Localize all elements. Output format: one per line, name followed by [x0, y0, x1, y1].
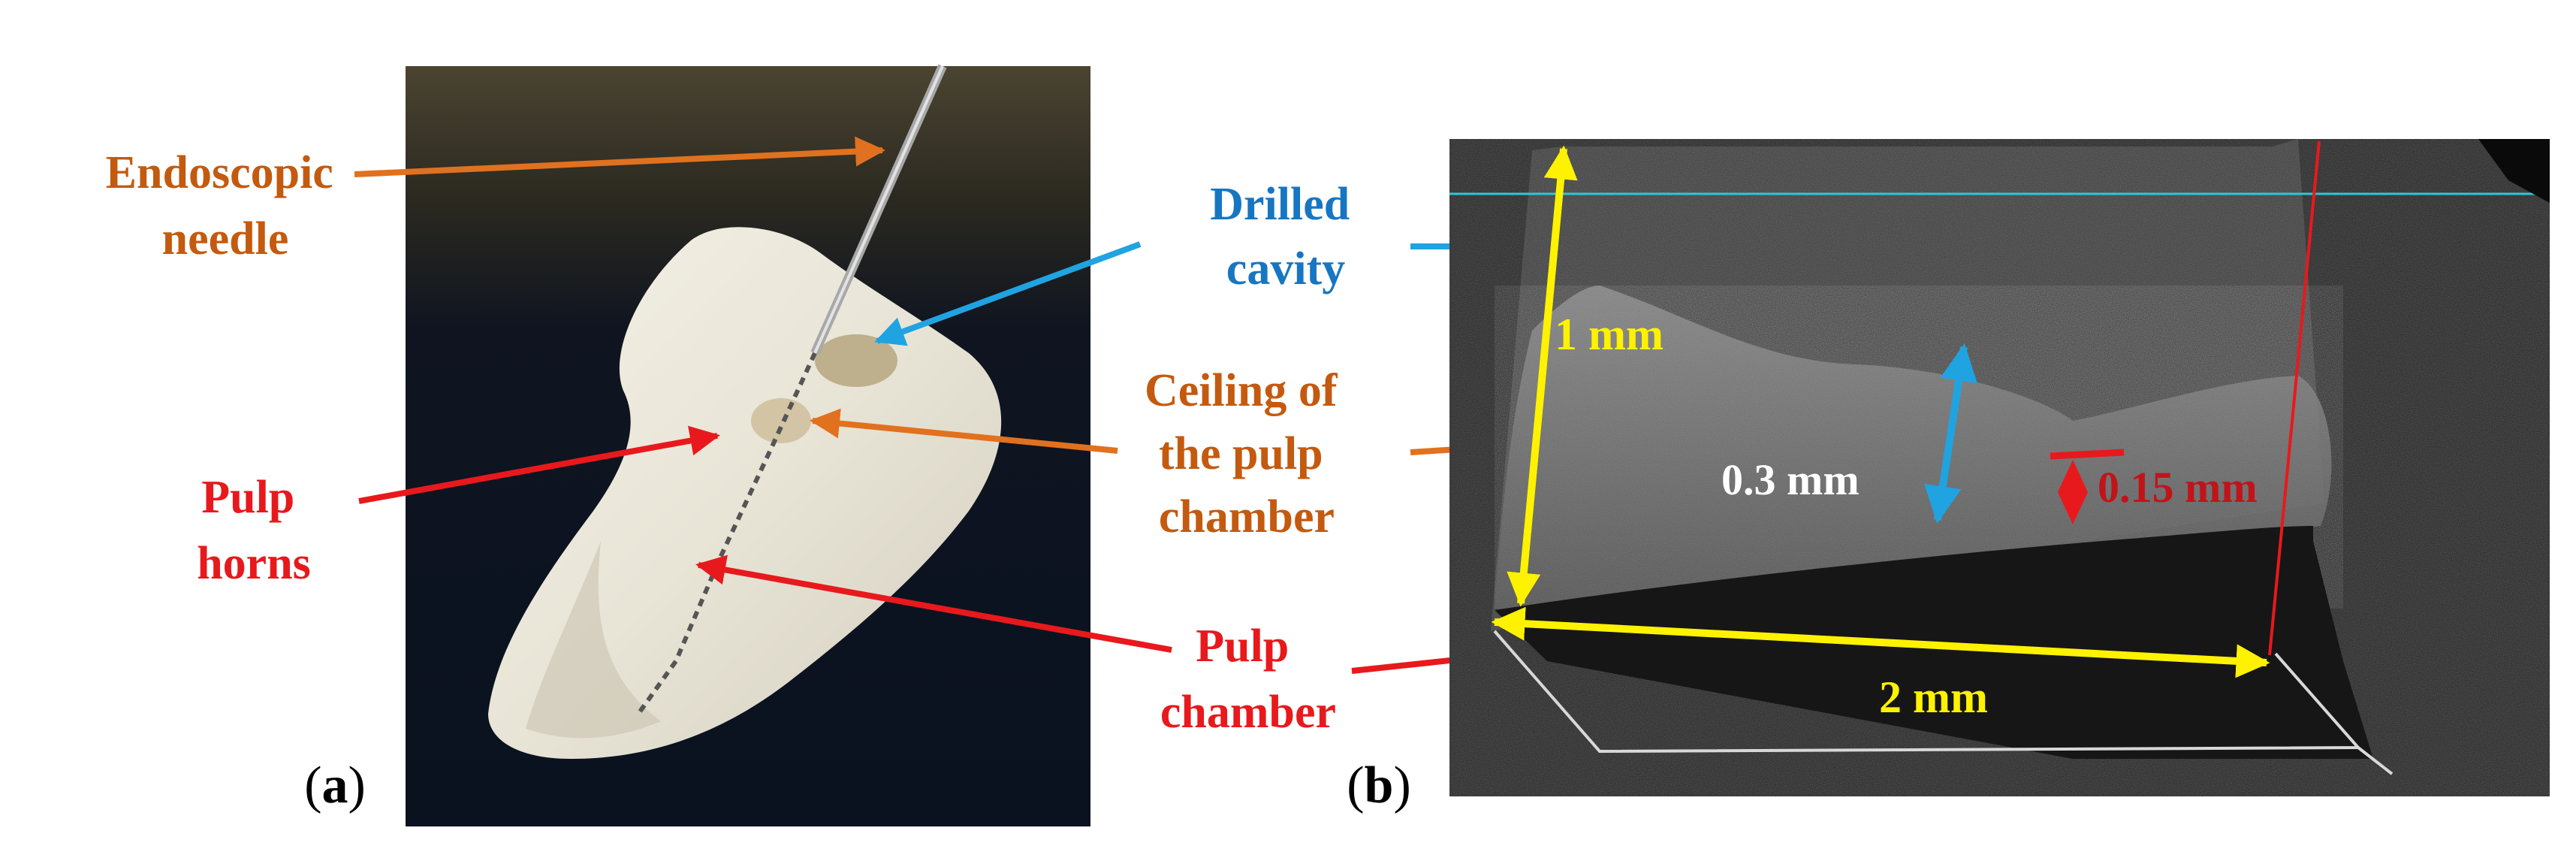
panel-b-caption: (b)	[1347, 757, 1411, 814]
label-pulp-chamber: Pulp chamber	[1160, 621, 1336, 738]
arrow-pulp-chamber-a	[695, 554, 1172, 653]
arrow-pulp-horns	[358, 425, 720, 504]
label-ceiling-line1: Ceiling of	[1145, 365, 1338, 416]
measure-0.3mm-label: 0.3 mm	[1721, 455, 1860, 504]
label-ceiling: Ceiling of the pulp chamber	[1145, 365, 1349, 542]
panel-b: 1 mm 2 mm 0.3 mm 0.15 mm (b)	[1347, 139, 2550, 814]
label-pulp-horns-line1: Pulp	[201, 472, 294, 523]
panel-b-caption-open: (	[1347, 757, 1364, 814]
label-pulp-chamber-line2: chamber	[1160, 687, 1336, 738]
label-drilled-cavity-line2: cavity	[1226, 243, 1345, 295]
label-pulp-chamber-line1: Pulp	[1196, 621, 1289, 672]
measure-1mm-label: 1 mm	[1555, 310, 1664, 359]
measure-0.15mm-bar	[2050, 449, 2125, 460]
label-pulp-horns-line2: horns	[197, 538, 311, 589]
ceiling-spot	[751, 398, 811, 443]
label-ceiling-line3: chamber	[1159, 491, 1335, 542]
measure-0.15mm-label: 0.15 mm	[2098, 463, 2258, 512]
panel-a-caption-letter: a	[322, 757, 348, 814]
oct-box-right	[2357, 746, 2394, 775]
panel-b-caption-letter: b	[1365, 757, 1394, 814]
panel-a: Endoscopic needle Pulp horns (a)	[106, 64, 1090, 826]
label-endoscopic-needle-line2: needle	[162, 213, 289, 264]
label-endoscopic-needle-line1: Endoscopic	[106, 147, 333, 198]
arrow-drilled-cavity-a	[874, 241, 1142, 346]
oct-red-edge	[2268, 140, 2321, 656]
label-endoscopic-needle: Endoscopic needle	[106, 147, 345, 264]
label-drilled-cavity-line1: Drilled	[1210, 179, 1350, 230]
measure-2mm-arrow	[1491, 606, 2270, 678]
label-pulp-horns: Pulp horns	[197, 472, 311, 589]
panel-a-caption-close: )	[348, 757, 366, 814]
label-ceiling-line2: the pulp	[1159, 428, 1323, 479]
measure-1mm-arrow	[1507, 145, 1578, 607]
panel-a-caption-open: (	[304, 757, 321, 814]
arrow-ceiling-a	[810, 408, 1118, 454]
measure-0.15mm-diamond	[2058, 460, 2088, 524]
drilled-cavity-spot	[815, 334, 897, 387]
needle-highlight	[813, 65, 944, 354]
oct-box-outline	[1493, 630, 2362, 754]
oct-corner-dark	[2478, 139, 2550, 203]
panel-a-caption: (a)	[304, 757, 366, 814]
tooth-shadow	[526, 541, 661, 739]
measure-2mm-label: 2 mm	[1879, 672, 1988, 722]
label-drilled-cavity: Drilled cavity	[1210, 179, 1361, 295]
arrow-endoscopic-needle	[354, 136, 885, 177]
middle-labels: Drilled cavity Ceiling of the pulp chamb…	[695, 179, 2113, 738]
panel-b-caption-close: )	[1393, 757, 1410, 814]
measure-0.3mm-arrow	[1924, 343, 1977, 524]
